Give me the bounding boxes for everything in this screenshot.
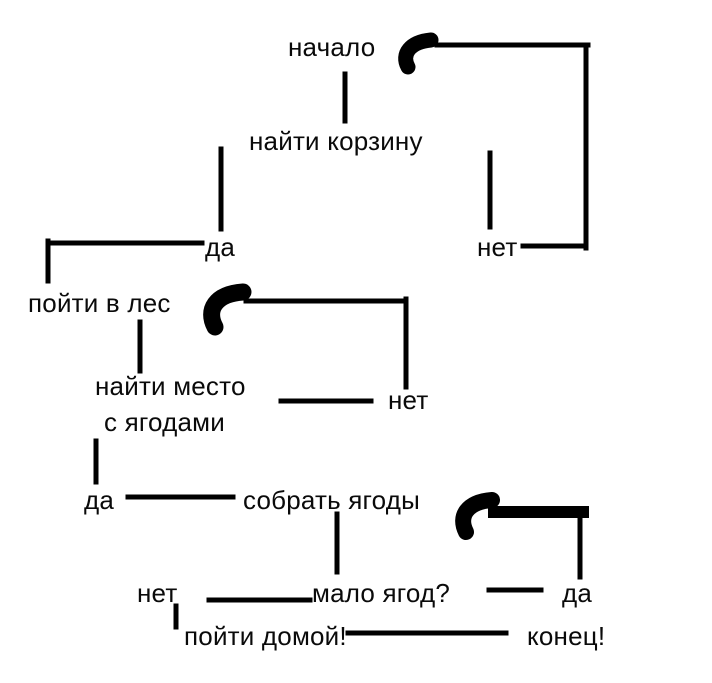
node-few-yes: да [562, 578, 593, 608]
node-few-no: нет [137, 578, 178, 608]
node-find-place: найти место [95, 371, 246, 401]
node-few-question: мало ягод? [312, 578, 450, 608]
node-go-home: пойти домой! [184, 621, 347, 651]
arrow-icon-collect [455, 492, 500, 540]
node-place-no: нет [388, 385, 429, 415]
node-place-yes: да [84, 485, 115, 515]
node-basket-no: нет [477, 232, 518, 262]
node-with-berries: с ягодами [104, 407, 225, 437]
arrow-icon-start [398, 32, 439, 75]
node-go-forest: пойти в лес [28, 288, 171, 318]
node-find-basket: найти корзину [249, 126, 423, 156]
node-collect-berries: собрать ягоды [243, 485, 421, 515]
node-end: конец! [527, 621, 606, 651]
node-start: начало [288, 32, 376, 62]
connector-lines [45, 42, 591, 636]
node-basket-yes: да [205, 232, 236, 262]
arrow-icon-forest [203, 283, 252, 336]
